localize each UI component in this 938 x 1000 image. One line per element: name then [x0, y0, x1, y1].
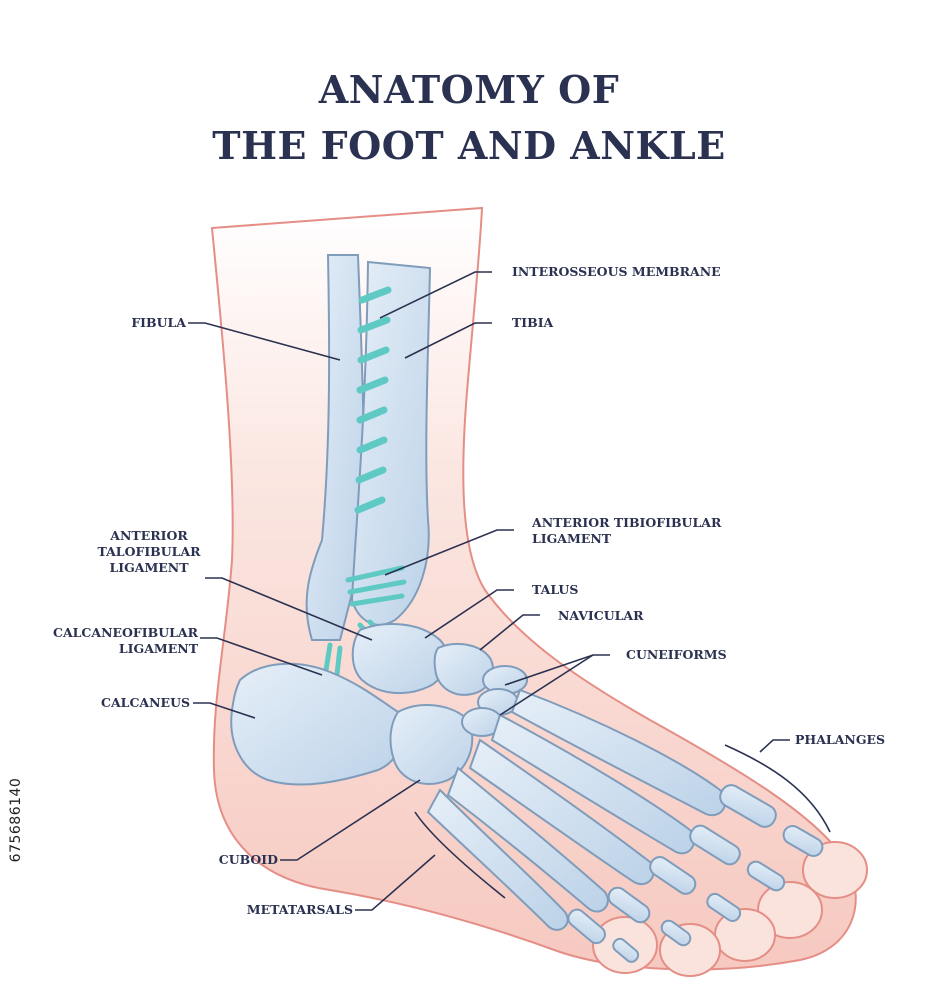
label-cuboid: CUBOID	[218, 852, 278, 867]
cuboid-bone	[389, 704, 474, 785]
calcaneus-bone	[230, 662, 405, 786]
label-fibula: FIBULA	[131, 315, 186, 330]
image-id-vertical: 675686140	[8, 777, 24, 863]
label-tibia: TIBIA	[512, 315, 554, 330]
label-anterior-talofibular-ligament: ANTERIOR TALOFIBULAR LIGAMENT	[97, 528, 201, 575]
label-cuneiforms: CUNEIFORMS	[626, 647, 727, 662]
interosseous-membrane	[354, 286, 392, 514]
tarsal-bones	[230, 623, 528, 786]
label-calcaneus: CALCANEUS	[101, 695, 190, 710]
title-line-1: ANATOMY OF	[318, 67, 620, 112]
leader-lines	[188, 271, 831, 911]
label-anterior-tibiofibular-ligament: ANTERIOR TIBIOFIBULAR LIGAMENT	[532, 515, 722, 546]
lower-leg-bones	[305, 254, 432, 641]
label-phalanges: PHALANGES	[795, 732, 886, 747]
talus-bone	[351, 623, 448, 695]
label-calcaneofibular-ligament: CALCANEOFIBULAR LIGAMENT	[53, 625, 198, 656]
title-line-2: THE FOOT AND ANKLE	[212, 123, 726, 168]
phalanx-bones	[567, 784, 824, 963]
label-navicular: NAVICULAR	[558, 608, 644, 623]
diagram-title: ANATOMY OF THE FOOT AND ANKLE	[0, 62, 938, 174]
label-interosseous-membrane: INTEROSSEOUS MEMBRANE	[512, 264, 721, 279]
label-talus: TALUS	[532, 582, 579, 597]
label-metatarsals: METATARSALS	[246, 902, 353, 917]
navicular-bone	[433, 642, 495, 696]
metatarsal-bones	[426, 688, 727, 931]
